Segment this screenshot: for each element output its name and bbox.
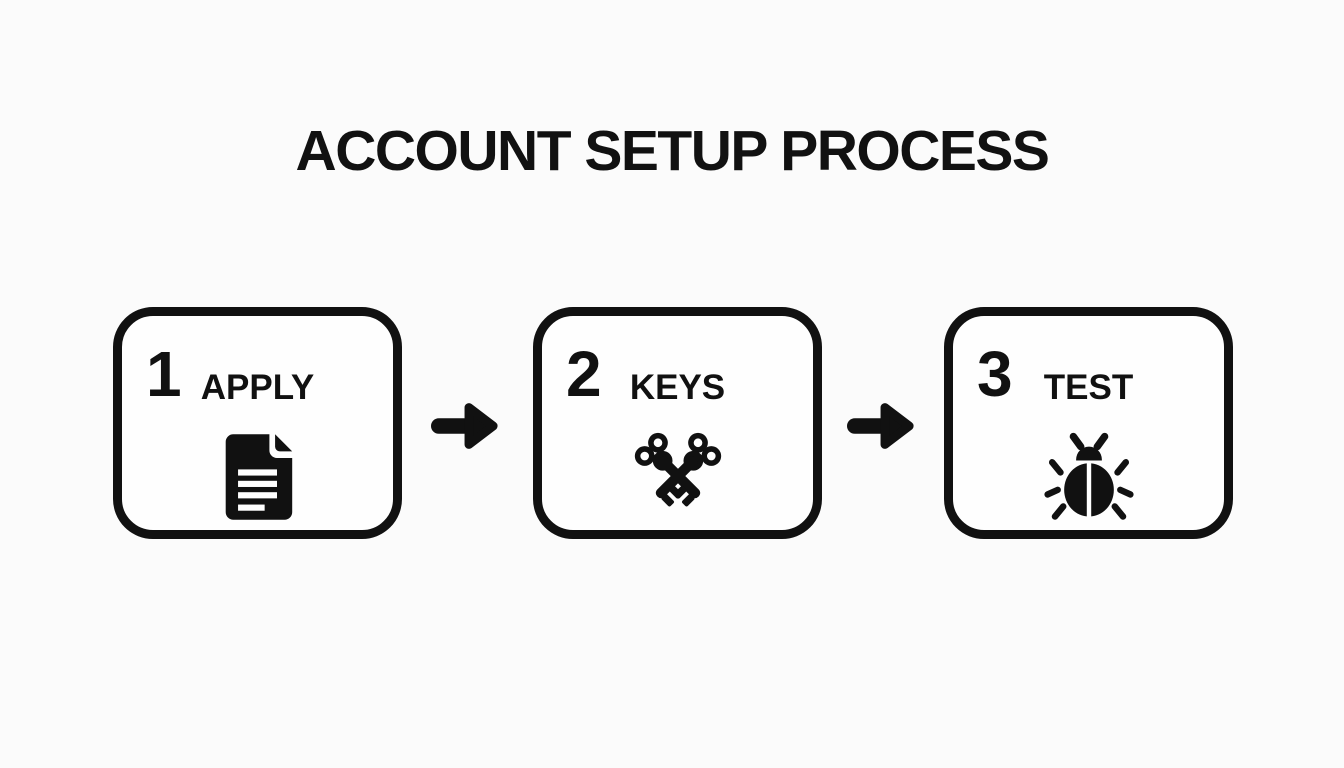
arrow-right-icon: [431, 398, 501, 454]
bug-icon: [1042, 430, 1136, 524]
crossed-keys-icon: [631, 430, 725, 524]
step-box-keys: 2 KEYS: [533, 307, 822, 539]
step-box-apply: 1 APPLY: [113, 307, 402, 539]
step-number: 1: [146, 338, 182, 410]
arrow-right-icon: [847, 398, 917, 454]
document-icon: [211, 430, 305, 524]
step-label: TEST: [1043, 368, 1134, 407]
step-label: APPLY: [200, 368, 315, 407]
page-title: ACCOUNT SETUP PROCESS: [295, 119, 1050, 183]
step-number: 3: [977, 338, 1013, 410]
step-number: 2: [566, 338, 602, 410]
step-box-test: 3 TEST: [944, 307, 1233, 539]
step-label: KEYS: [629, 368, 726, 407]
